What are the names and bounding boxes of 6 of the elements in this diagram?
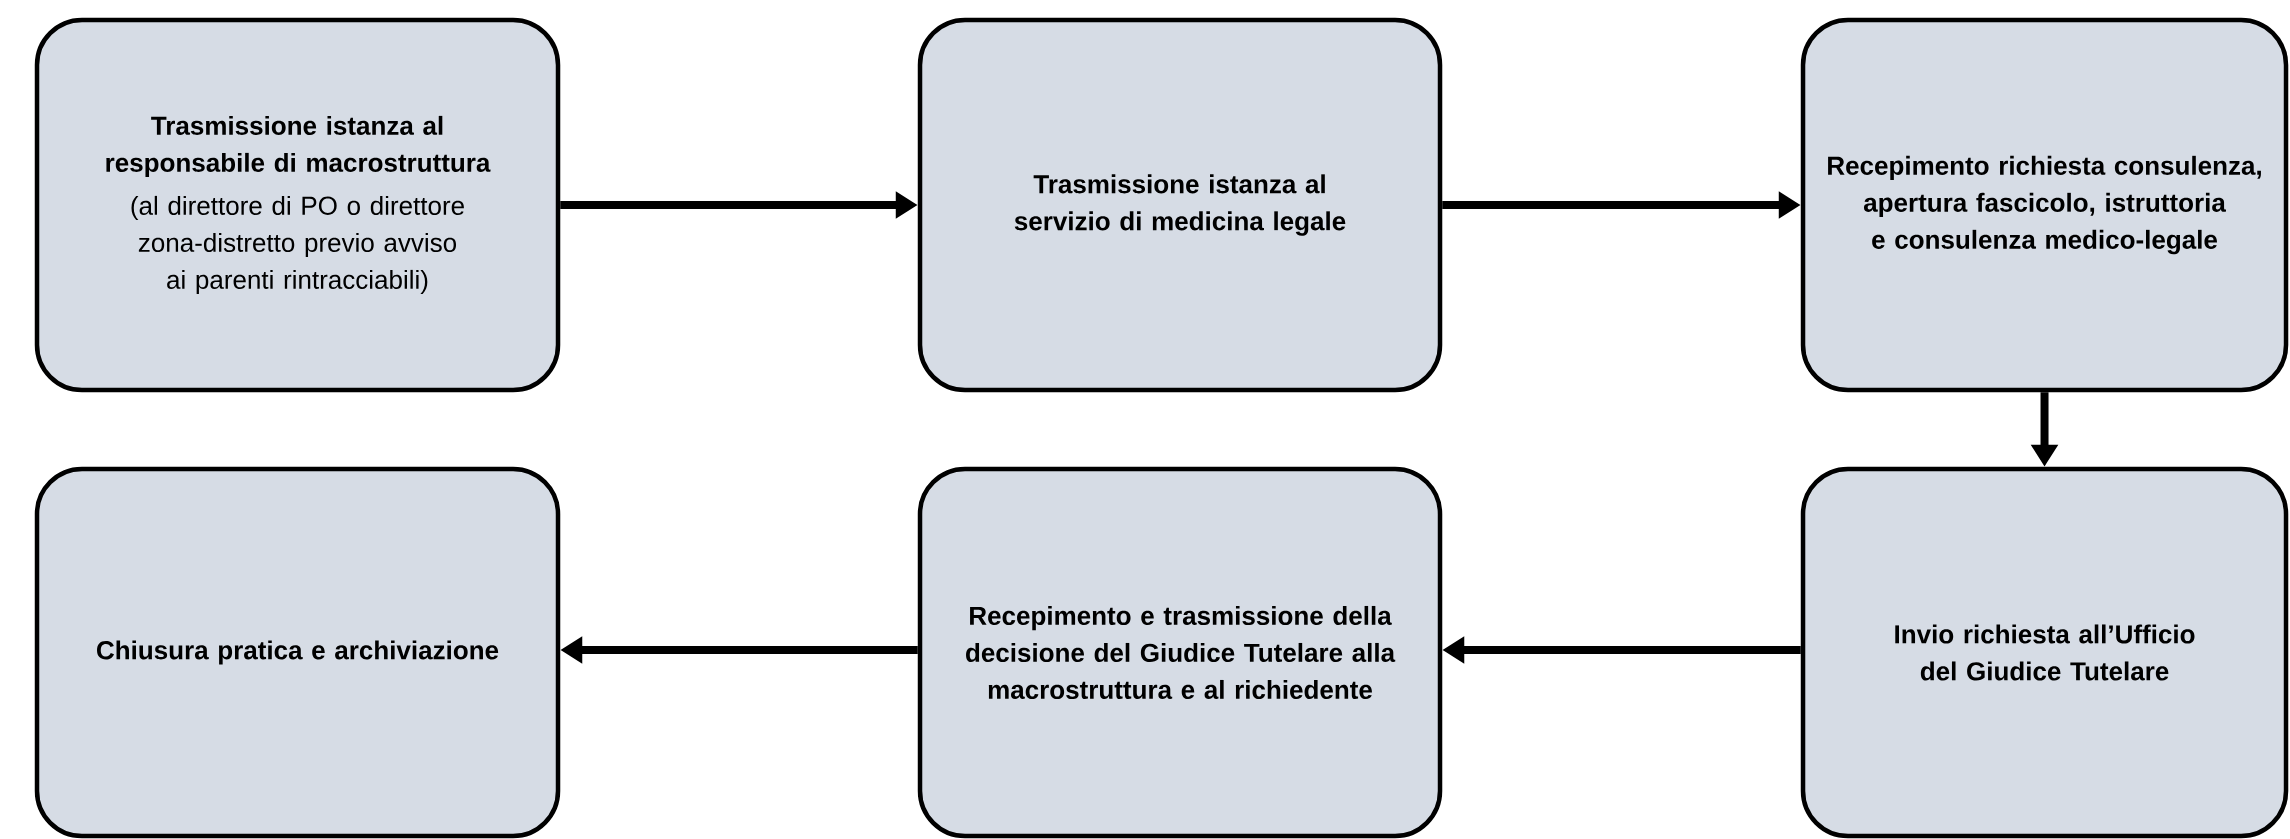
process-box: Recepimento e trasmissione della decisione del Giudice Tutelare alla macrostruttura e al richiedente [917,466,1443,839]
process-box: Invio richiesta all’Ufficio del Giudice Tutelare [1800,466,2289,839]
process-box: Recepimento richiesta consulenza, apertura fascicolo, istruttoria e consulenza medico-legale [1800,17,2289,393]
process-box: Trasmissione istanza al servizio di medicina legale [917,17,1443,393]
process-box: Trasmissione istanza al responsabile di macrostruttura (al direttore di PO o direttore zona-distretto previo avviso ai parenti rintracciabili) [34,17,561,393]
process-box: Chiusura pratica e archiviazione [34,466,561,839]
